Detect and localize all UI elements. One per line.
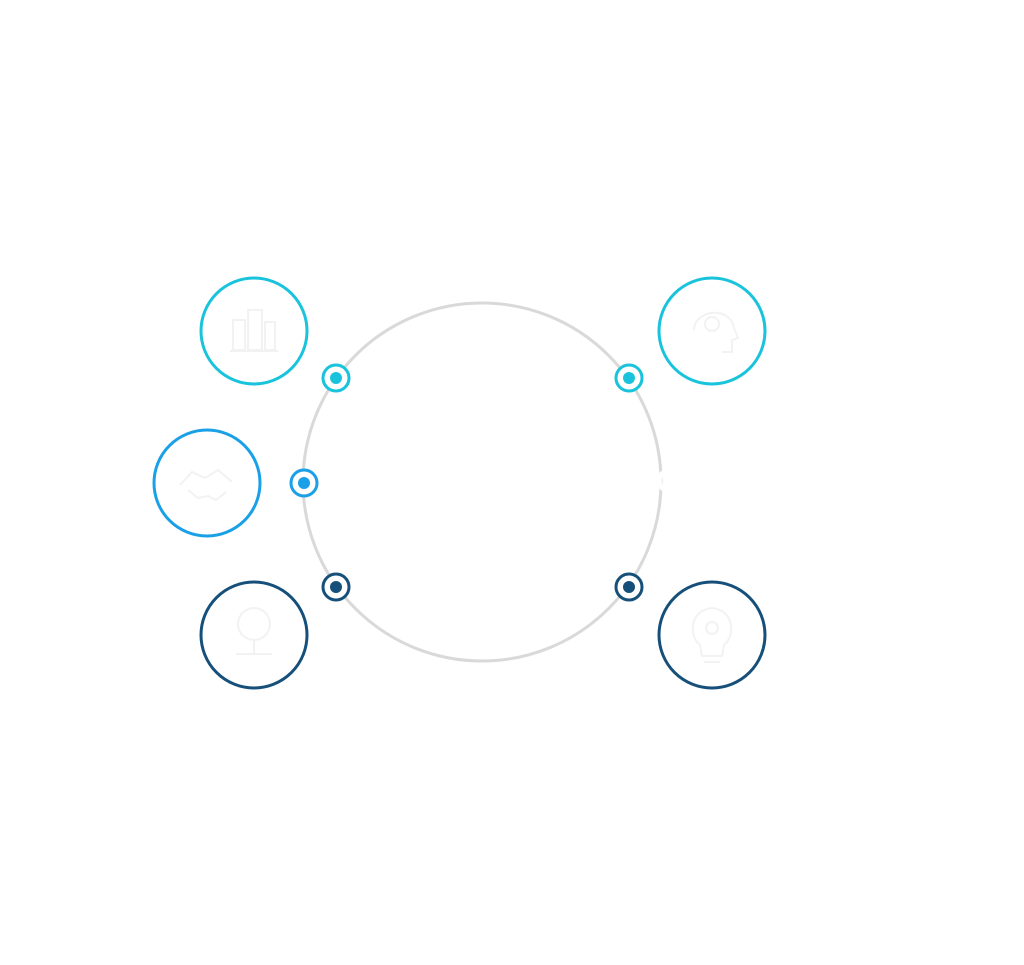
node-engineering: Engineering (614, 572, 897, 690)
node-label-finance: Finance (107, 652, 183, 674)
connector-core-medicine (623, 372, 635, 384)
node-label-engineering: Engineering (781, 623, 897, 645)
node-circle-finance (199, 580, 309, 690)
node-circle-engineering (657, 580, 767, 690)
node-mba: MBA (79, 428, 319, 538)
node-label-mba: MBA (79, 470, 125, 492)
money-tree-icon (236, 607, 272, 655)
node-circle-computer-science (199, 276, 309, 386)
connector-core-engineering (623, 581, 635, 593)
node-finance: Finance (107, 572, 351, 690)
node-circle-mba (152, 428, 262, 538)
connector-core-computer-science (330, 372, 342, 384)
node-label-computer-science: Computer Science (133, 245, 233, 291)
connector-core-mba (298, 477, 310, 489)
node-circle-medicine (657, 276, 767, 386)
handshake-icon (179, 468, 233, 502)
lightbulb-gear-icon (691, 606, 733, 663)
node-medicine: Medicine (614, 276, 869, 393)
node-label-medicine: Medicine (783, 316, 869, 338)
head-brain-icon (693, 311, 740, 353)
office-buildings-icon (230, 309, 278, 352)
node-computer-science: Computer Science (133, 245, 351, 393)
connector-core-finance (330, 581, 342, 593)
diagram-title: Career Guidance Courses (545, 463, 938, 499)
